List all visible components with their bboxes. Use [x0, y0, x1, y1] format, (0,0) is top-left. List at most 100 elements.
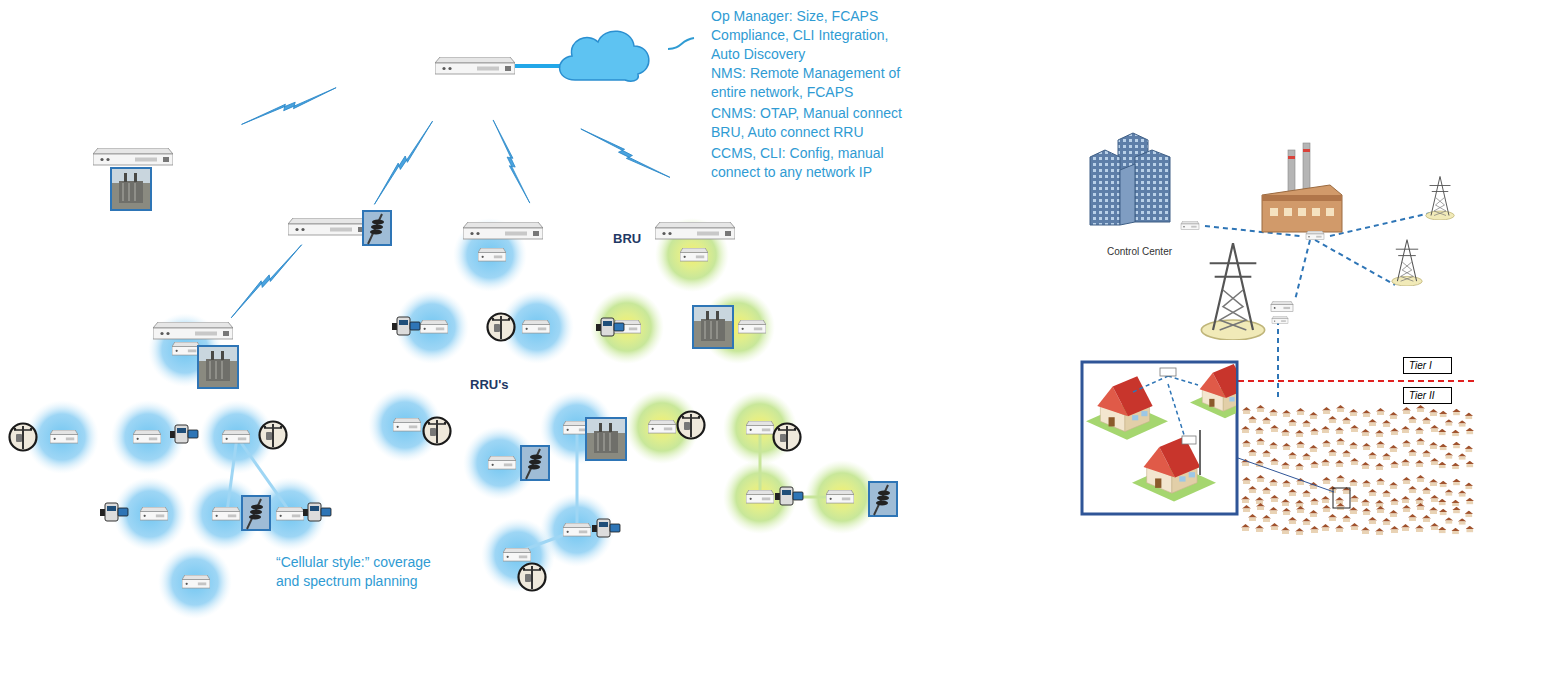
plant-building: [1262, 185, 1342, 232]
meter-icon: [596, 318, 624, 336]
remote-unit: [826, 490, 854, 503]
wireless-link: [581, 116, 670, 191]
office-tower: [1135, 150, 1170, 222]
blue-coverage: [25, 218, 614, 619]
house-cluster: [1241, 475, 1279, 504]
plant-window: [1270, 208, 1278, 216]
remote-unit: [393, 418, 421, 431]
meter-icon: [775, 487, 803, 505]
dashed-links: [1205, 212, 1435, 398]
zoom-marker: [1333, 488, 1350, 508]
neighborhood-grid: [1241, 405, 1474, 535]
plant-window: [1298, 208, 1306, 216]
chimney: [1303, 143, 1310, 195]
meter-icon: [303, 503, 331, 521]
wireless-link: [493, 116, 530, 207]
asset-icons: [10, 168, 898, 591]
transmission-tower: [1201, 243, 1264, 340]
pole-icon: [519, 564, 546, 591]
inset-link: [1168, 376, 1198, 385]
house-cluster: [1321, 503, 1359, 532]
tier-label: Tier I: [1404, 358, 1451, 373]
remote-unit: [182, 575, 210, 588]
tier-divider: [1238, 380, 1475, 382]
mesh-link: [576, 428, 579, 530]
tier-box: Tier II: [1403, 387, 1452, 404]
remote-unit: [746, 490, 774, 503]
transmission-tower: [1392, 240, 1422, 286]
note-text: “Cellular style:” coverage and spectrum …: [276, 553, 454, 591]
base-radio: [655, 222, 735, 239]
house-cluster: [1321, 405, 1359, 434]
wireless-link: [362, 121, 444, 204]
remote-unit: [276, 507, 304, 520]
site-label: Control Center: [1107, 246, 1172, 258]
plant-roofline: [1262, 195, 1342, 201]
green-coverage: [590, 218, 879, 534]
base-radio: [153, 322, 233, 339]
base-radio: [93, 148, 173, 165]
backhaul-radio: [1181, 221, 1199, 229]
callout-text: CCMS, CLI: Config, manual connect to any…: [711, 144, 904, 182]
remote-unit: [746, 421, 774, 434]
callout-text: Op Manager: Size, FCAPS Compliance, CLI …: [711, 7, 904, 64]
plant-window: [1284, 208, 1292, 216]
house-cluster: [1241, 438, 1279, 467]
base-radio: [463, 222, 543, 239]
remote-unit: [488, 456, 516, 469]
remote-unit: [503, 548, 531, 561]
remote-unit: [172, 342, 200, 355]
backhaul-radio: [1271, 301, 1293, 311]
remote-unit: [522, 320, 550, 333]
house-cluster: [1361, 478, 1399, 507]
remote-unit: [680, 248, 708, 261]
chimney-band: [1303, 149, 1310, 152]
house-cluster: [1401, 438, 1439, 467]
inset-link: [1168, 384, 1185, 438]
transformer-photo: [198, 346, 238, 388]
house-cluster: [1401, 405, 1439, 434]
power-plant: [1262, 143, 1342, 232]
transformer-photo: [693, 306, 733, 348]
base-radios: [93, 57, 735, 339]
cloud-shape: [560, 31, 649, 81]
base-radio: [288, 218, 368, 235]
remote-unit: [222, 430, 250, 443]
lightning-bolt: [238, 88, 339, 125]
remote-units: [50, 248, 854, 588]
coverage-cell: [590, 290, 664, 364]
transformer-photo: [586, 418, 626, 460]
transmission-tower: [1426, 177, 1455, 221]
house-cluster: [1361, 506, 1399, 535]
inset-link: [1133, 376, 1168, 392]
inset-house: [1086, 376, 1168, 440]
meter-icon: [100, 503, 128, 521]
meter-icon: [592, 519, 620, 537]
insulator-photo: [521, 446, 549, 480]
transformer-photo: [111, 168, 151, 210]
house-cluster: [1438, 507, 1474, 535]
house-cluster: [1401, 475, 1439, 504]
house-cluster: [1281, 478, 1319, 507]
lightning-bolt: [493, 116, 530, 207]
dashed-link: [1277, 320, 1279, 398]
control-center-buildings: [1090, 133, 1170, 225]
remote-unit: [50, 430, 78, 443]
remote-unit: [133, 430, 161, 443]
office-tower: [1090, 150, 1120, 225]
pole-icon: [678, 412, 705, 439]
house-cluster: [1361, 441, 1399, 470]
chimney-band: [1288, 156, 1295, 159]
wireless-link: [221, 245, 312, 318]
meter-icon: [170, 425, 198, 443]
pole-icon: [10, 424, 37, 451]
lightning-bolt: [581, 116, 670, 191]
remote-unit: [478, 248, 506, 261]
remote-unit: [140, 507, 168, 520]
lightning-bolt: [221, 245, 312, 318]
inset-meter-box: [1160, 368, 1176, 376]
lightning-bolt: [362, 121, 444, 204]
uplink-line: [515, 64, 566, 68]
